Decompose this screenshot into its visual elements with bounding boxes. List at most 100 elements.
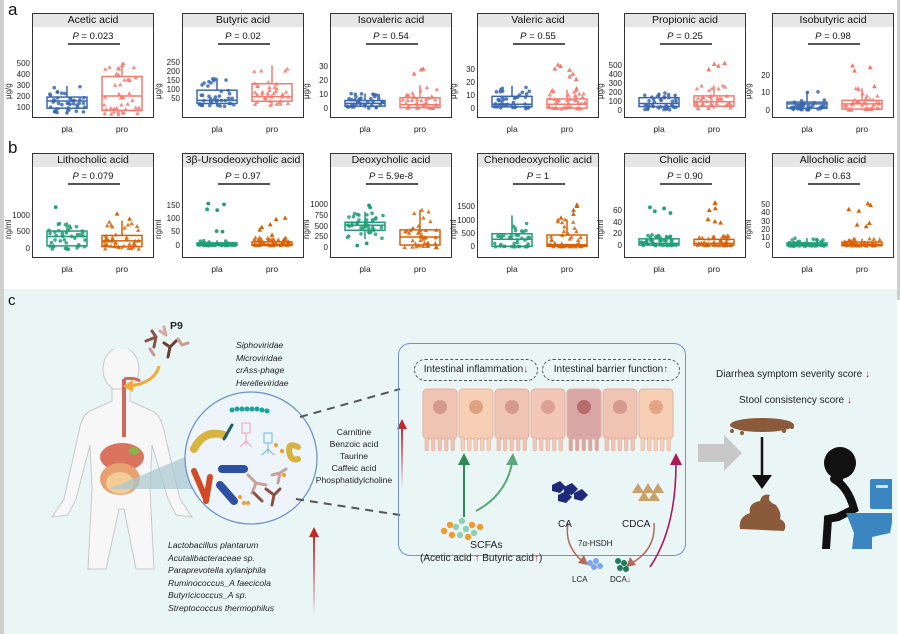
data-point <box>706 236 711 241</box>
stool-score-text: Stool consistency score <box>739 395 845 406</box>
metabolite-item: Phosphatidylcholine <box>315 475 393 485</box>
data-point <box>640 241 645 245</box>
mechanism-panel <box>398 343 686 556</box>
data-point <box>72 98 76 103</box>
data-point <box>863 95 869 100</box>
data-point <box>56 222 61 227</box>
data-point <box>575 237 581 242</box>
outlier-point <box>367 203 371 208</box>
data-point <box>265 235 270 240</box>
outlier-point <box>558 63 564 68</box>
data-point <box>523 102 527 106</box>
data-point <box>496 97 500 102</box>
data-point <box>255 238 261 243</box>
bacteria-item: Lactobacillus plantarum <box>168 540 259 550</box>
data-point <box>708 93 714 98</box>
data-point <box>872 243 877 248</box>
data-point <box>273 88 279 93</box>
outlier-point <box>257 227 263 232</box>
data-point <box>114 105 120 110</box>
bacteria-item: Streptococcus thermophilus <box>168 602 275 613</box>
data-point <box>650 103 655 107</box>
box-iqr <box>196 89 238 105</box>
data-point <box>524 228 528 233</box>
y-tick-label: 100 <box>608 96 622 106</box>
y-tick-label: 20 <box>761 224 770 234</box>
data-point <box>418 234 424 239</box>
x-tick-label: pla <box>359 124 371 134</box>
data-point <box>268 94 274 99</box>
data-point <box>112 244 118 249</box>
panel-c-label: c <box>8 292 16 309</box>
data-point <box>371 92 375 96</box>
data-point <box>576 240 581 245</box>
outlier-point <box>711 61 717 66</box>
outlier-point <box>555 62 561 67</box>
y-tick-label: 500 <box>608 60 622 70</box>
data-point <box>793 236 797 241</box>
data-point <box>371 99 375 104</box>
data-point <box>721 243 726 248</box>
data-point <box>260 89 265 94</box>
data-point <box>862 241 868 246</box>
data-point <box>423 97 429 102</box>
data-point <box>790 238 794 242</box>
data-point <box>791 107 795 111</box>
data-point <box>520 90 525 95</box>
data-point <box>406 230 412 235</box>
cdca-label: CDCA <box>622 519 651 530</box>
data-point <box>652 100 657 105</box>
microvillus <box>568 436 573 452</box>
inflammation-pill: Intestinal inflammation↓ <box>414 359 538 381</box>
data-point <box>815 238 819 242</box>
data-point <box>55 107 60 111</box>
box-iqr <box>841 99 883 110</box>
data-point <box>559 241 564 246</box>
outlier-point <box>865 200 871 206</box>
diarrhea-score-text: Diarrhea symptom severity score <box>716 369 863 380</box>
data-point <box>380 236 384 241</box>
data-point <box>104 236 109 241</box>
data-point <box>433 240 438 245</box>
data-point <box>513 244 517 249</box>
data-point <box>231 103 236 107</box>
increase-arrow-icon: ↑ <box>663 364 669 375</box>
p-value: = 0.97 <box>231 171 261 182</box>
data-point <box>499 235 504 240</box>
data-point <box>285 101 291 106</box>
outlier-point <box>846 206 852 212</box>
data-point <box>665 243 670 248</box>
data-point <box>77 101 81 106</box>
data-point <box>874 105 880 110</box>
x-tick-label: pro <box>707 124 721 134</box>
data-point <box>122 77 127 82</box>
data-point <box>129 221 135 226</box>
data-point <box>428 219 433 224</box>
data-point <box>492 105 497 109</box>
data-point <box>59 91 64 95</box>
data-point <box>523 238 527 242</box>
box-pro <box>546 202 588 249</box>
data-point <box>655 234 660 239</box>
data-point <box>54 233 58 238</box>
box-pro <box>841 200 883 248</box>
data-point <box>257 240 263 245</box>
x-tick-label: pro <box>265 264 279 274</box>
data-point <box>82 95 86 100</box>
data-point <box>75 232 80 237</box>
outlier-point <box>856 208 862 213</box>
data-point <box>365 213 369 217</box>
boxplot-svg <box>638 183 735 248</box>
panel-a-label: a <box>8 0 18 19</box>
data-point <box>74 109 79 114</box>
data-point <box>572 225 577 230</box>
p-symbol: P <box>225 31 232 42</box>
cell-nucleus <box>433 400 447 414</box>
data-point <box>566 100 571 105</box>
data-point <box>60 230 65 235</box>
data-point <box>643 107 647 112</box>
data-point <box>229 243 234 248</box>
